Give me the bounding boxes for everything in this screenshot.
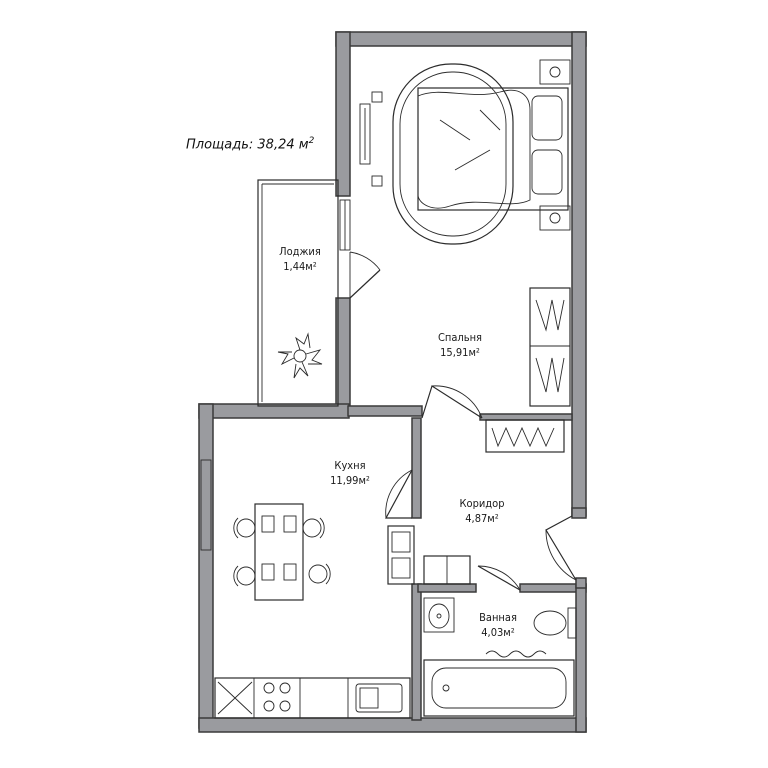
room-area: 4,87м² [465,512,499,525]
room-name: Коридор [459,497,505,510]
dining-table [254,503,304,601]
room-area: 11,99м² [330,474,370,487]
room-label-kitchen: Кухня 11,99м² [330,458,370,488]
entrance-door-swing [545,515,577,581]
kitchen-window [200,459,212,551]
total-area-text: Площадь: 38,24 м [186,137,309,153]
room-name: Ванная [479,611,517,624]
room-label-corridor: Коридор 4,87м² [460,496,505,526]
walls [198,31,587,733]
room-name: Лоджия [279,245,321,258]
room-label-bedroom: Спальня 15,91м² [438,330,482,360]
bedroom-radiator [359,91,383,187]
room-area: 1,44м² [283,260,317,273]
room-label-loggia: Лоджия 1,44м² [279,244,321,274]
corridor-wardrobe [485,419,565,453]
bathtub [423,650,575,717]
total-area-unit: 2 [308,136,315,146]
bedroom-wardrobe [529,287,571,407]
room-name: Кухня [334,459,366,472]
loggia-door-swing [349,251,381,298]
toilet [533,607,577,639]
chairs [233,517,331,587]
total-area-title: Площадь: 38,24 м2 [186,136,314,152]
bed [417,59,571,231]
bathroom-sink [423,597,455,633]
room-label-bathroom: Ванная 4,03м² [479,610,517,640]
loggia-outline [257,179,351,407]
plant-icon [277,332,323,379]
bathroom-door-swing [477,565,521,591]
kitchen-counter [214,677,411,719]
bedroom-rug [392,63,514,245]
room-name: Спальня [437,331,483,344]
corridor-cabinet [387,525,471,585]
room-area: 15,91м² [440,346,480,359]
bedroom-door-swing [421,385,483,419]
room-area: 4,03м² [481,626,515,639]
